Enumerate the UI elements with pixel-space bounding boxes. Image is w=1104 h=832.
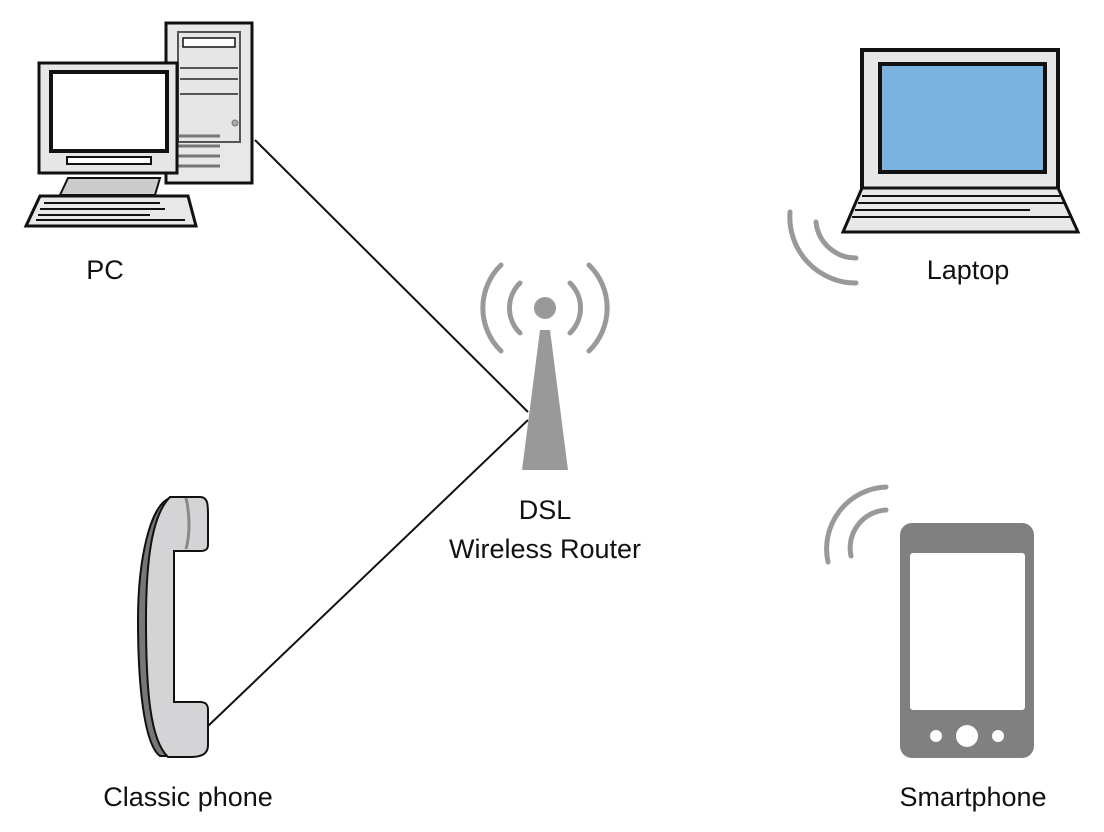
classic-phone-label: Classic phone bbox=[103, 782, 273, 812]
link-phone-router bbox=[206, 419, 529, 728]
wireless-tower-icon bbox=[480, 262, 610, 470]
smartphone-icon bbox=[900, 523, 1034, 758]
link-pc-router bbox=[254, 139, 529, 413]
laptop-icon bbox=[840, 48, 1081, 234]
desktop-computer-icon bbox=[23, 21, 254, 228]
laptop-label: Laptop bbox=[927, 255, 1010, 285]
router-label-line2: Wireless Router bbox=[449, 534, 641, 564]
wireless-signal-icon bbox=[824, 484, 889, 565]
wireless-signal-icon bbox=[787, 209, 859, 286]
smartphone-label: Smartphone bbox=[899, 782, 1046, 812]
router-label-line1: DSL bbox=[519, 495, 572, 525]
phone-handset-icon bbox=[136, 496, 209, 758]
pc-label: PC bbox=[86, 255, 124, 285]
